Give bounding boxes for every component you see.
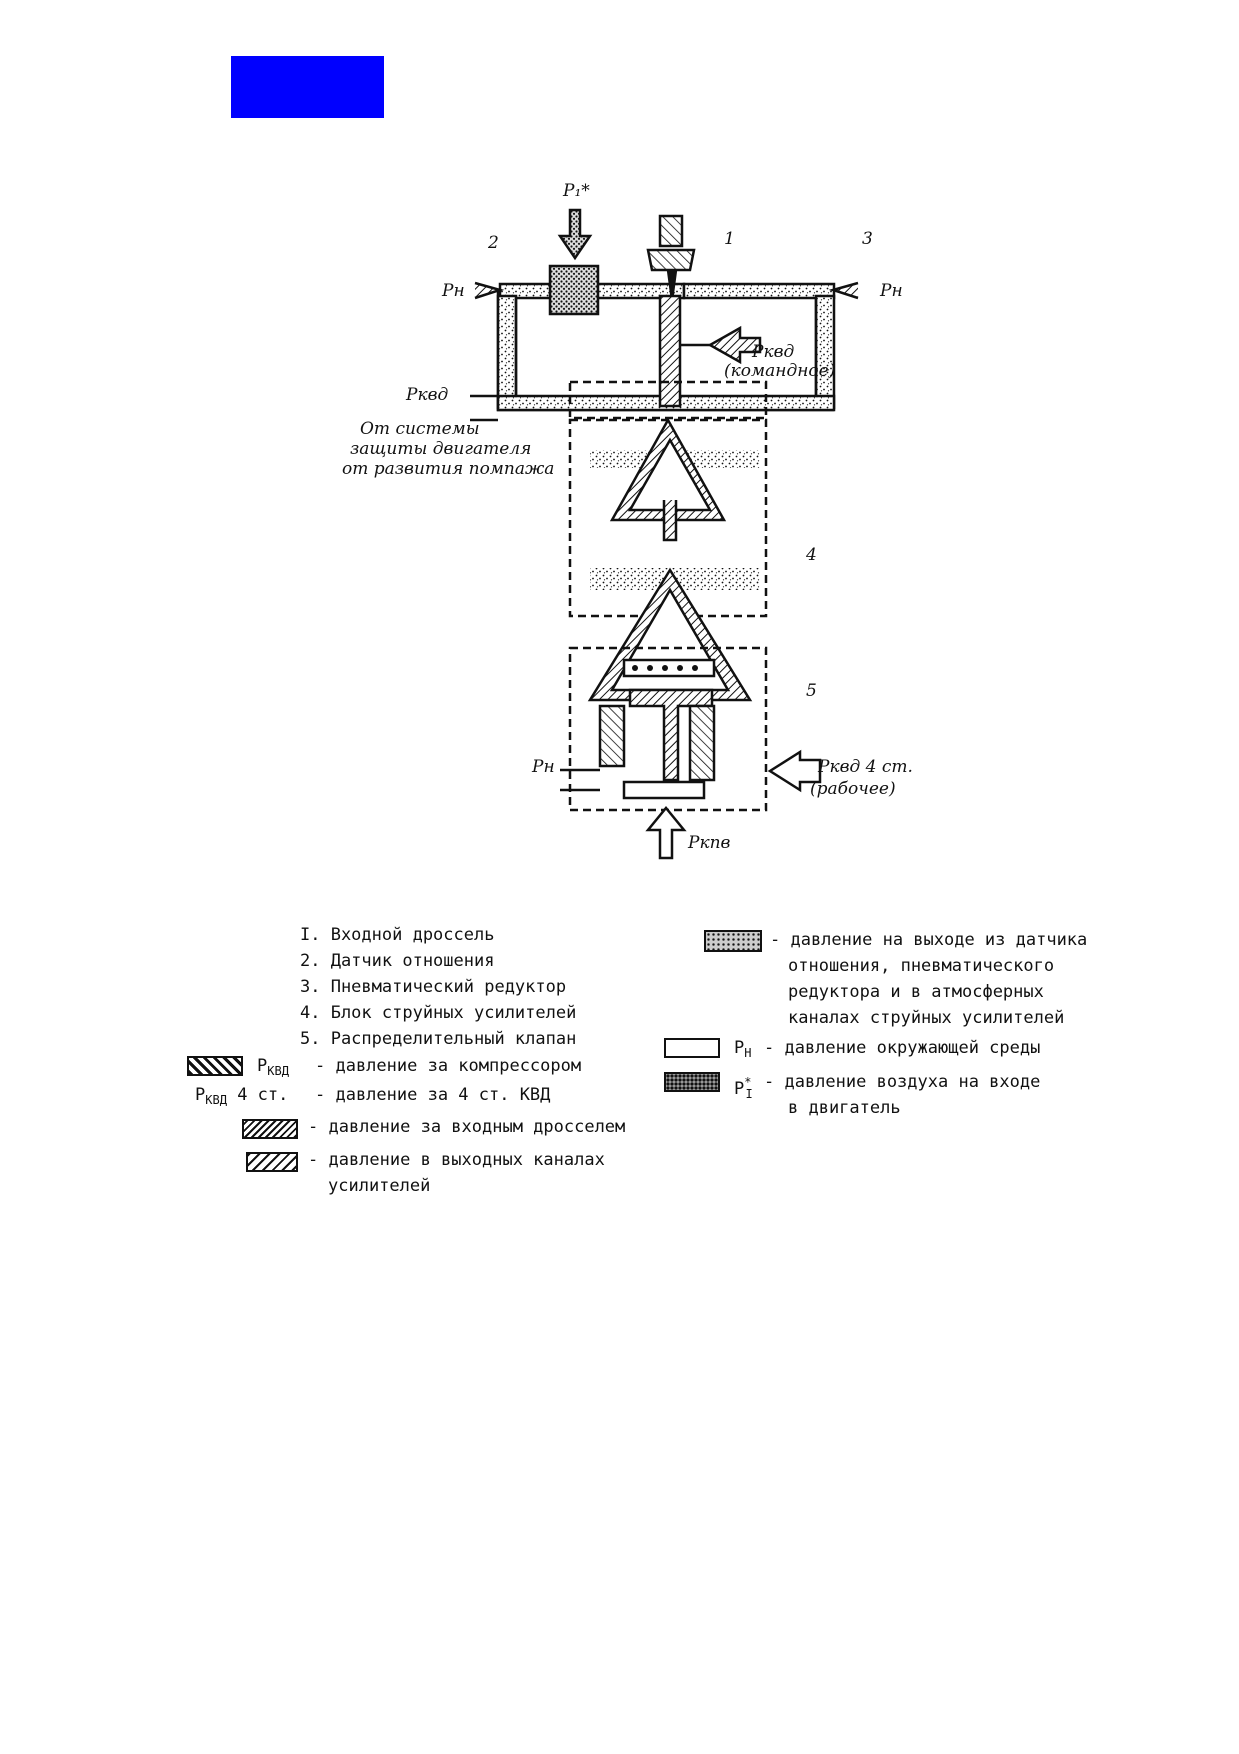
ratio-description-1: - давление на выходе из датчика: [770, 930, 1088, 950]
legend-item-5: 5. Распределительный клапан: [300, 1029, 577, 1049]
label-n4: 4: [805, 545, 817, 565]
legend-item-2: 2. Датчик отношения: [300, 951, 495, 971]
ratio-description-2: отношения, пневматического: [788, 956, 1055, 976]
blue-redaction-block: [231, 56, 384, 118]
label-ph-bottom: Pн: [531, 757, 555, 777]
dotted-swatch: [704, 930, 762, 952]
label-command: (командное): [724, 361, 835, 381]
label-from-1: От системы: [360, 419, 480, 439]
label-from-2: защиты двигателя: [350, 439, 531, 459]
label-n1: 1: [724, 229, 735, 249]
label-pkvd-left: Pквд: [405, 385, 448, 405]
ph-symbol: PН: [734, 1038, 752, 1060]
label-working: (рабочее): [810, 779, 896, 799]
diagonal-hatch-swatch: [246, 1152, 298, 1172]
label-ph-right: Pн: [879, 281, 903, 301]
pkvd4-symbol: PКВД 4 ст.: [195, 1085, 289, 1107]
p1-description-2: в двигатель: [788, 1098, 901, 1118]
legend-left: I. Входной дроссель 2. Датчик отношения …: [300, 922, 576, 1052]
hatch-swatch-pkvd: [187, 1056, 243, 1076]
label-from-3: от развития помпажа: [342, 459, 554, 479]
legend-item-1: I. Входной дроссель: [300, 925, 495, 945]
label-p1: P₁*: [562, 181, 590, 201]
throttle-description: - давление за входным дросселем: [308, 1117, 626, 1137]
p1-description-1: - давление воздуха на входе: [764, 1072, 1041, 1092]
label-pkvd4: Pквд 4 ст.: [817, 757, 913, 777]
pkvd4-description: - давление за 4 ст. КВД: [315, 1085, 551, 1105]
dense-hatch-swatch: [242, 1119, 298, 1139]
pkvd-symbol: PКВД: [257, 1056, 289, 1078]
pkvd-description: - давление за компрессором: [315, 1056, 582, 1076]
p1-symbol: P*I: [734, 1075, 753, 1101]
empty-swatch: [664, 1038, 720, 1058]
label-pkpv: Pкпв: [687, 833, 731, 853]
legend-pkvd4: PКВД 4 ст. - давление за 4 ст. КВД: [195, 1082, 550, 1113]
ph-description: - давление окружающей среды: [764, 1038, 1041, 1058]
output-description-1: - давление в выходных каналах: [308, 1150, 605, 1170]
dense-dot-swatch: [664, 1072, 720, 1092]
label-n3: 3: [862, 229, 873, 249]
ratio-description-4: каналах струйных усилителей: [788, 1008, 1065, 1028]
label-n5: 5: [806, 681, 817, 701]
legend-item-4: 4. Блок струйных усилителей: [300, 1003, 577, 1023]
label-ph-left: Pн: [441, 281, 465, 301]
ratio-description-3: редуктора и в атмосферных: [788, 982, 1044, 1002]
legend-item-3: 3. Пневматический редуктор: [300, 977, 567, 997]
output-description-2: усилителей: [328, 1176, 431, 1196]
pneumatic-diagram: P₁* 2 1 3 Pн Pн Pквд (командное) Pквд От…: [342, 181, 913, 860]
label-pkvd-cmd: Pквд: [751, 342, 794, 362]
label-n2: 2: [487, 233, 499, 253]
diagram-geometry: [470, 208, 859, 860]
